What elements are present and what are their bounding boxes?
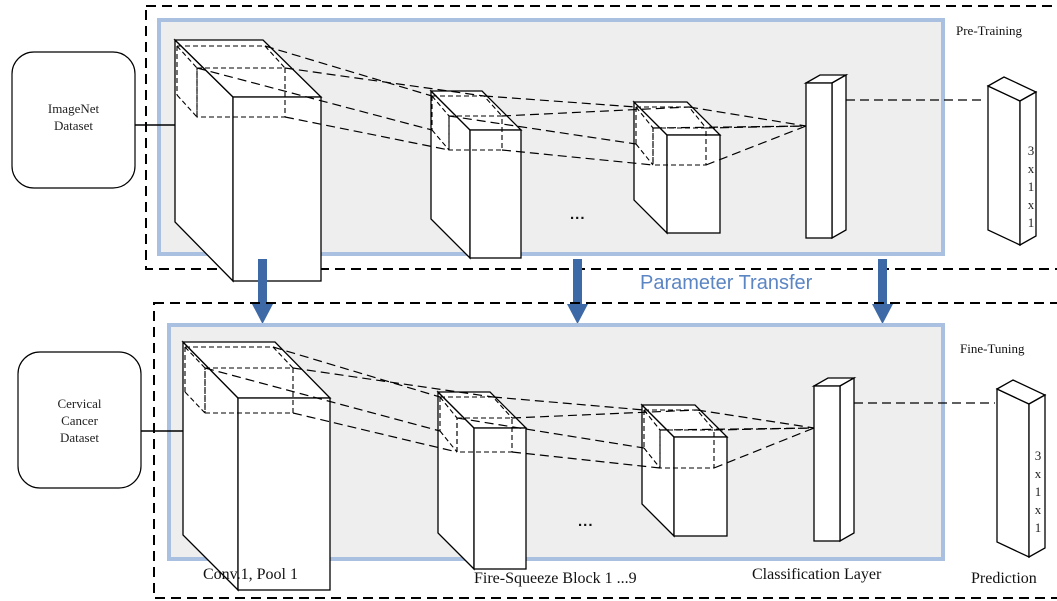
- imagenet-dataset-label: ImageNet Dataset: [47, 101, 100, 133]
- imagenet-dataset-box: [11, 51, 136, 189]
- ellipsis-top: ...: [570, 206, 586, 223]
- finetuning-section-label: Fine-Tuning: [960, 341, 1025, 356]
- output-vector-box-bottom: [995, 379, 1047, 559]
- cervical-dataset-box: [17, 351, 142, 489]
- cervical-dataset-label: Cervical Cancer Dataset: [57, 396, 102, 445]
- output-vector-text-bottom: 3 x 1 x 1: [1034, 448, 1042, 535]
- fire-block-b-bottom: [640, 403, 729, 538]
- output-vector-text-top: 3 x 1 x 1: [1027, 143, 1035, 230]
- parameter-transfer-label: Parameter Transfer: [640, 272, 813, 294]
- fire-block-a-top: [429, 89, 523, 260]
- parameter-transfer-arrows: [252, 259, 893, 324]
- prediction-caption: Prediction: [971, 570, 1037, 587]
- projection-lines-bottom: [204, 346, 995, 469]
- output-vector-box-top: [986, 76, 1038, 247]
- conv-pool-caption: Conv.1, Pool 1: [203, 566, 298, 583]
- projection-lines-top: [196, 45, 985, 166]
- ellipsis-bottom: ...: [578, 513, 594, 530]
- fire-squeeze-caption: Fire-Squeeze Block 1 ...9: [474, 570, 637, 587]
- classification-layer-bottom: [811, 376, 857, 543]
- pretraining-section-label: Pre-Training: [956, 23, 1022, 38]
- conv-pool-block-top: [173, 38, 323, 283]
- classification-layer-top: [803, 73, 849, 240]
- pretraining-dashed-frame: [145, 5, 1057, 270]
- finetuning-dashed-frame: [153, 302, 1057, 599]
- fire-block-b-top: [632, 100, 722, 235]
- classification-layer-caption: Classification Layer: [752, 566, 882, 583]
